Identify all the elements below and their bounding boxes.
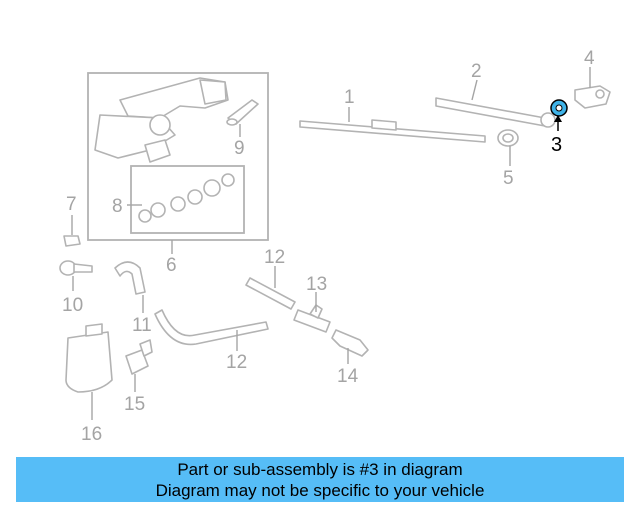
callout-13: 13: [306, 274, 327, 295]
callout-11: 11: [132, 315, 152, 336]
callout-16: 16: [81, 424, 102, 445]
part-10-connector-shape[interactable]: [59, 260, 93, 276]
callout-2: 2: [471, 61, 482, 82]
part-4-cover-shape[interactable]: [574, 85, 611, 109]
callout-6: 6: [166, 255, 177, 276]
part-11-elbow-shape[interactable]: [114, 261, 146, 295]
callout-1: 1: [344, 87, 355, 108]
banner-line-1: Part or sub-assembly is #3 in diagram: [177, 459, 463, 479]
callout-12-lower: 12: [226, 352, 247, 373]
callout-4: 4: [584, 48, 595, 69]
part-14-nozzle-shape[interactable]: [331, 329, 369, 357]
callout-3[interactable]: 3: [551, 134, 562, 156]
callout-8: 8: [112, 196, 123, 217]
wiper-motor-shape[interactable]: [94, 77, 229, 163]
part-2-arm-shape[interactable]: [435, 97, 556, 128]
arrow-head-icon: [554, 115, 562, 122]
parts-diagram: 1 2 3 4 5 6 7 8 9 10 11 12 12 13 14 15 1…: [59, 48, 611, 445]
callout-7: 7: [66, 194, 77, 215]
part-16-reservoir-shape[interactable]: [65, 323, 113, 393]
part-12-hose-shape[interactable]: [154, 309, 269, 346]
callout-5: 5: [503, 168, 514, 189]
callout-12-upper: 12: [264, 247, 285, 268]
nozzle-set-box: [130, 165, 245, 234]
callout-14: 14: [337, 366, 359, 387]
part-3-nut-shape[interactable]: [550, 99, 568, 117]
callout-9: 9: [234, 138, 245, 159]
callout-15: 15: [124, 394, 145, 415]
part-9-pin-shape[interactable]: [226, 99, 259, 126]
info-banner: Part or sub-assembly is #3 in diagram Di…: [16, 457, 624, 502]
callout-10: 10: [62, 295, 83, 316]
part-7-grommet-shape[interactable]: [63, 235, 81, 247]
part-1-blade-shape[interactable]: [299, 119, 486, 143]
part-8-nozzles-shape[interactable]: [138, 173, 235, 223]
part-15-pump-shape[interactable]: [125, 339, 153, 375]
part-5-cap-shape[interactable]: [497, 129, 519, 147]
motor-assembly-box: [87, 72, 269, 241]
part-13-tee-shape[interactable]: [293, 304, 331, 333]
banner-line-2: Diagram may not be specific to your vehi…: [155, 480, 485, 500]
part-12-upper-hose-shape[interactable]: [245, 277, 296, 310]
